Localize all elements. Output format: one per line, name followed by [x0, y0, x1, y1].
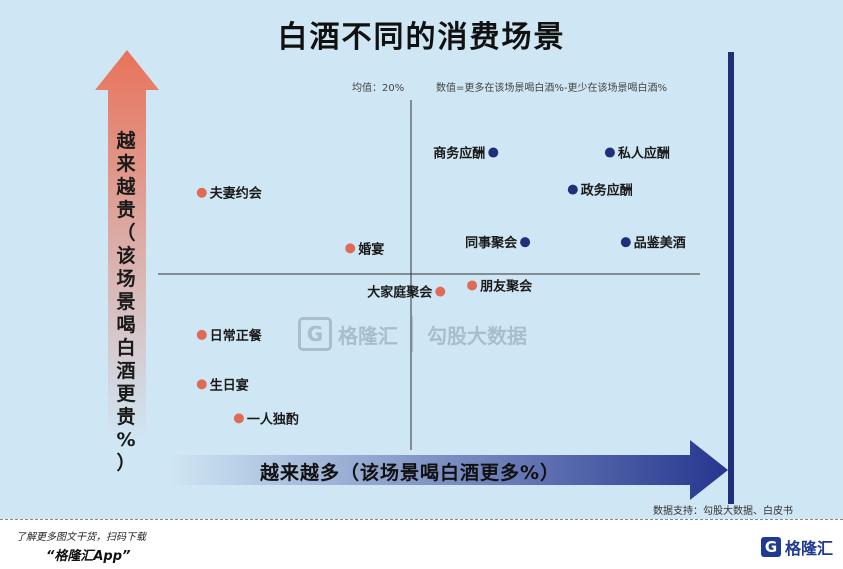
- point-label: 生日宴: [210, 377, 249, 393]
- value-note: 数值=更多在该场景喝白酒%-更少在该场景喝白酒%: [436, 83, 667, 94]
- point-label: 夫妻约会: [210, 186, 263, 202]
- footer-note: 了解更多图文干货，扫码下载: [16, 532, 146, 543]
- point-label: 婚宴: [358, 241, 384, 257]
- point-label: 政务应酬: [581, 183, 633, 199]
- footer-divider: [0, 519, 843, 520]
- x-axis-label: 越来越多（该场景喝白酒更多%）: [259, 462, 561, 484]
- x-axis-arrow: [170, 440, 728, 500]
- watermark-logo-icon: G: [298, 317, 332, 351]
- point-label: 一人独酌: [247, 411, 299, 427]
- source-note: 数据支持：勾股大数据、白皮书: [653, 506, 793, 517]
- point-label: 同事聚会: [465, 235, 518, 251]
- point-label: 日常正餐: [210, 328, 263, 344]
- scatter-point: [196, 329, 207, 340]
- scatter-point: [620, 237, 631, 248]
- scatter-point: [435, 286, 446, 297]
- footer-app-name: “格隆汇App”: [46, 549, 131, 564]
- footer-logo: G 格隆汇: [760, 535, 833, 559]
- watermark: G 格隆汇 勾股大数据: [298, 316, 527, 352]
- footer-logo-text: 格隆汇: [784, 539, 833, 558]
- point-label: 朋友聚会: [479, 278, 533, 294]
- scatter-point: [345, 243, 356, 254]
- chart-title: 白酒不同的消费场景: [277, 20, 566, 55]
- point-label: 大家庭聚会: [367, 285, 433, 301]
- watermark-separator: [412, 316, 413, 352]
- y-axis-label: 越来越贵（该场景喝白酒更贵%）: [116, 130, 136, 474]
- scatter-point: [520, 237, 531, 248]
- footer-logo-icon: G: [760, 537, 781, 557]
- y-axis-arrow: [95, 50, 159, 440]
- watermark-right-text: 勾股大数据: [427, 323, 527, 348]
- point-label: 品鉴美酒: [634, 235, 686, 251]
- scatter-point: [196, 187, 207, 198]
- average-note: 均值：20%: [352, 83, 405, 94]
- scatter-point: [233, 413, 244, 424]
- scatter-point: [196, 379, 207, 390]
- point-label: 商务应酬: [433, 146, 485, 162]
- scatter-point: [604, 147, 615, 158]
- right-border: [728, 52, 734, 504]
- point-label: 私人应酬: [618, 146, 670, 162]
- scatter-point: [467, 280, 478, 291]
- scatter-point: [567, 184, 578, 195]
- watermark-left-text: 格隆汇: [338, 323, 398, 348]
- scatter-point: [488, 147, 499, 158]
